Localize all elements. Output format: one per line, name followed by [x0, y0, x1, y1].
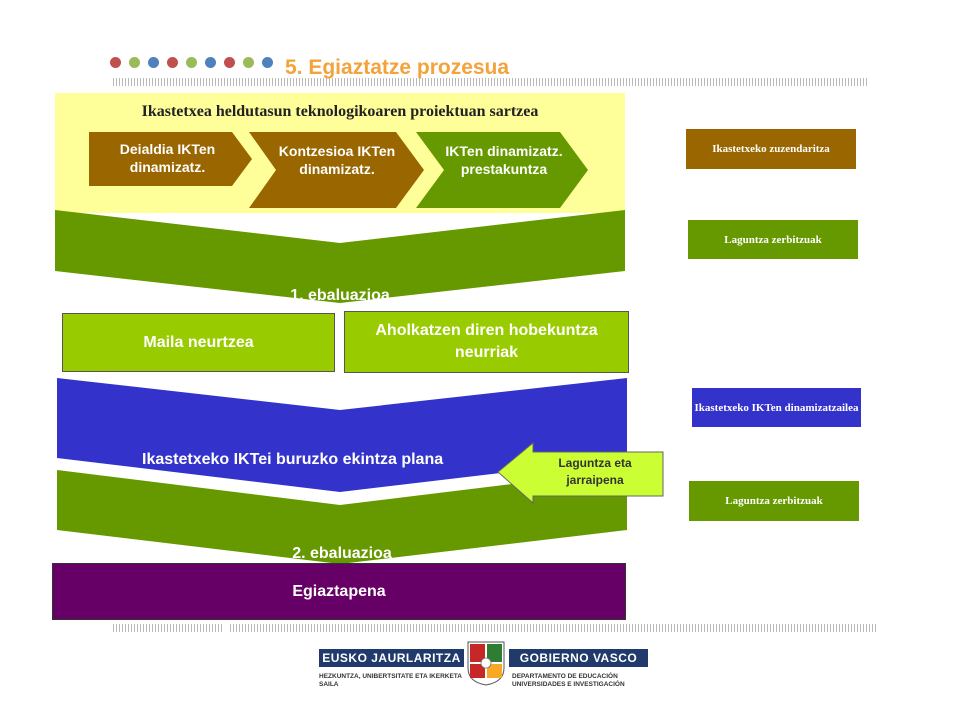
left-brand-banner: EUSKO JAURLARITZA — [319, 649, 464, 667]
decorative-dots — [110, 54, 281, 70]
step-3-label: IKTen dinamizatz. prestakuntza — [445, 143, 563, 177]
page-title: 5. Egiaztatze prozesua — [285, 56, 510, 79]
support-arrow — [497, 441, 664, 505]
step-1-label: Deialdia IKTen dinamizatz. — [119, 141, 216, 175]
left-dept-text: HEZKUNTZA, UNIBERTSITATE ETA IKERKETA SA… — [319, 673, 462, 688]
decorative-dot — [243, 57, 254, 69]
actor-school-management: Ikastetxeko zuzendaritza — [686, 129, 856, 169]
left-brand-text: EUSKO JAURLARITZA — [322, 651, 461, 665]
support-label: Laguntza eta jarraipena — [558, 456, 632, 487]
actor-support-services-2: Laguntza zerbitzuak — [689, 481, 859, 521]
header-rule — [113, 78, 868, 86]
right-dept-text: DEPARTAMENTO DE EDUCACIÓN UNIVERSIDADES … — [512, 673, 625, 688]
footer-rule-right — [230, 624, 876, 632]
evaluation-2-label: 2. ebaluazioa — [292, 545, 392, 559]
chevron-step-3 — [416, 132, 588, 208]
coat-of-arms-icon — [467, 641, 505, 686]
verification-box: Egiaztapena — [52, 563, 626, 620]
decorative-dot — [262, 57, 273, 69]
right-brand-text: GOBIERNO VASCO — [519, 651, 638, 665]
action-plan-label: Ikastetxeko IKTei buruzko ekintza plana — [142, 451, 444, 468]
decorative-dot — [224, 57, 235, 69]
evaluation-2-band — [57, 470, 627, 564]
level-measurement-box: Maila neurtzea — [62, 313, 335, 372]
footer-rule-left — [113, 624, 223, 632]
evaluation-1-band — [55, 210, 625, 303]
decorative-dot — [186, 57, 197, 69]
actor-support-services-1: Laguntza zerbitzuak — [688, 220, 858, 259]
decorative-dot — [110, 57, 121, 69]
improvement-measures-box: Aholkatzen diren hobekuntza neurriak — [344, 311, 629, 373]
chevron-step-2 — [249, 132, 424, 208]
decorative-dot — [167, 57, 178, 69]
evaluation-1-label: 1. ebaluazioa — [290, 287, 390, 304]
decorative-dot — [205, 57, 216, 69]
step-2-label: Kontzesioa IKTen dinamizatz. — [278, 143, 396, 177]
decorative-dot — [148, 57, 159, 69]
decorative-dot — [129, 57, 140, 69]
phase-1-title: Ikastetxea heldutasun teknologikoaren pr… — [141, 103, 539, 120]
actor-ikt-coordinator: Ikastetxeko IKTen dinamizatzailea — [692, 388, 861, 427]
action-plan-band — [57, 378, 627, 492]
chevron-step-1 — [89, 132, 252, 186]
right-brand-banner: GOBIERNO VASCO — [509, 649, 648, 667]
